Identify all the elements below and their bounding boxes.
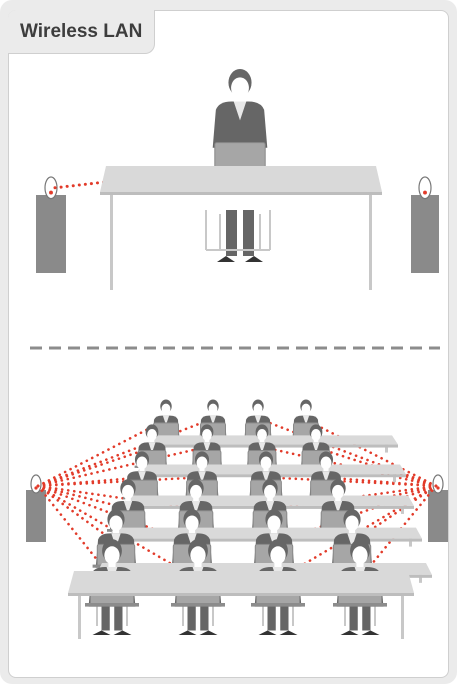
access-point-icon xyxy=(36,177,66,273)
wifi-signal-line xyxy=(38,486,126,508)
person-legs xyxy=(217,210,263,262)
table xyxy=(100,166,382,290)
access-point-icon xyxy=(411,177,439,273)
person-icon xyxy=(209,69,272,174)
